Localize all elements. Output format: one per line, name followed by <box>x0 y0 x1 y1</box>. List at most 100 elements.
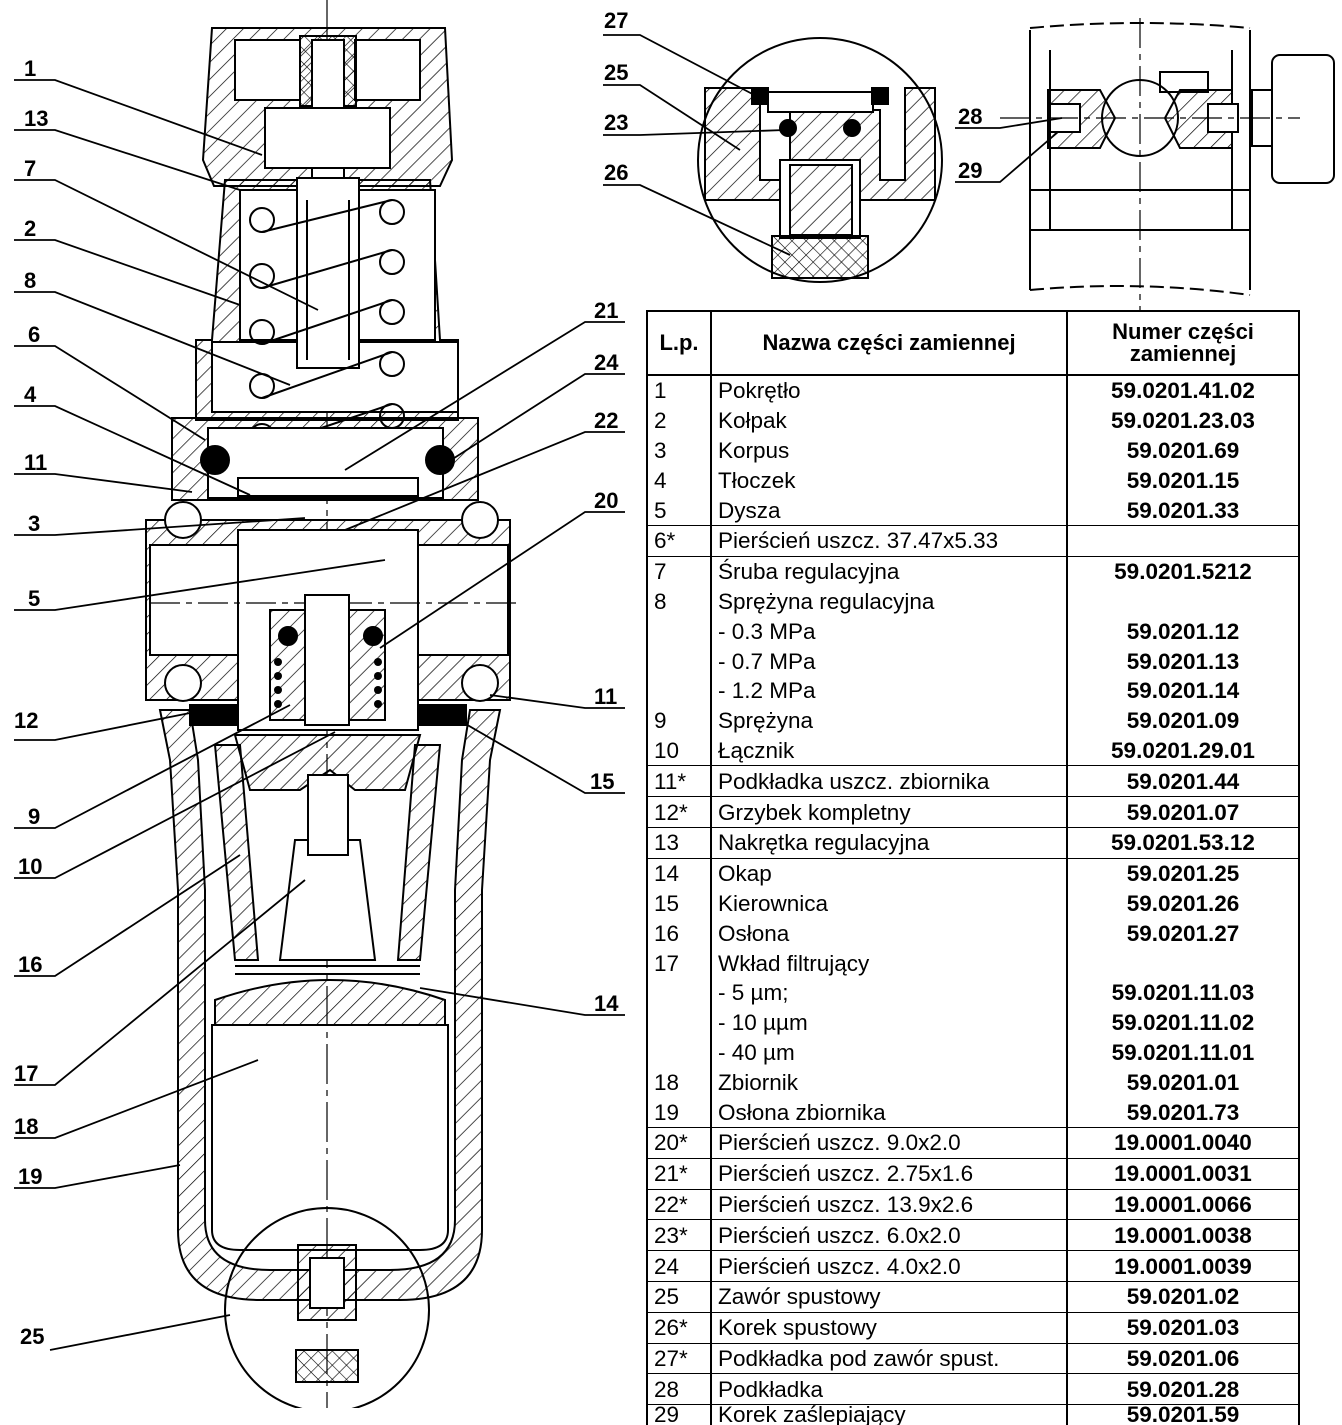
cell-name: Osłona <box>710 918 1068 949</box>
cell-name: - 0.7 MPa <box>710 646 1068 676</box>
bowl-guard <box>158 709 502 1301</box>
cell-number: 59.0201.07 <box>1066 796 1300 828</box>
cell-lp: 5 <box>646 495 712 526</box>
cell-name: Dysza <box>710 495 1068 526</box>
cell-lp: 14 <box>646 857 712 889</box>
cell-lp: 20* <box>646 1126 712 1159</box>
callout-17: 17 <box>14 1061 38 1086</box>
cell-lp: 16 <box>646 918 712 949</box>
cell-name: - 0.3 MPa <box>710 616 1068 647</box>
cell-lp: 22* <box>646 1188 712 1220</box>
cell-number: 19.0001.0040 <box>1066 1126 1300 1159</box>
callout-12: 12 <box>14 708 38 733</box>
cell-number: 19.0001.0066 <box>1066 1188 1300 1220</box>
cell-number: 59.0201.14 <box>1066 675 1300 706</box>
cell-lp: 25 <box>646 1280 712 1313</box>
plug-detail <box>1000 18 1335 310</box>
cell-lp <box>646 646 712 676</box>
cell-name: Pierścień uszcz. 9.0x2.0 <box>710 1126 1068 1159</box>
drain-valve-detail <box>697 37 943 283</box>
cell-number <box>1066 948 1300 978</box>
cell-lp: 3 <box>646 435 712 466</box>
cell-number: 59.0201.02 <box>1066 1280 1300 1313</box>
callout-20: 20 <box>594 488 618 513</box>
cell-name: Korpus <box>710 435 1068 466</box>
callout-18: 18 <box>14 1114 38 1139</box>
table-row: - 5 µm;59.0201.11.03 <box>646 977 1300 1008</box>
cell-lp <box>646 675 712 706</box>
cell-name: Nakrętka regulacyjna <box>710 826 1068 859</box>
cell-name: Okap <box>710 857 1068 889</box>
callout-27: 27 <box>604 8 628 33</box>
cell-number: 59.0201.73 <box>1066 1097 1300 1128</box>
cell-lp <box>646 616 712 647</box>
cell-name: Kierownica <box>710 888 1068 919</box>
cell-number: 59.0201.11.01 <box>1066 1037 1300 1068</box>
callout-24: 24 <box>594 350 619 375</box>
cell-number: 59.0201.44 <box>1066 765 1300 797</box>
cell-number: 59.0201.28 <box>1066 1373 1300 1405</box>
header-number: Numer części zamiennej <box>1066 310 1300 376</box>
cell-number: 19.0001.0031 <box>1066 1157 1300 1190</box>
callout-22: 22 <box>594 408 618 433</box>
cell-name: Podkładka pod zawór spust. <box>710 1342 1068 1374</box>
cell-name: - 5 µm; <box>710 977 1068 1008</box>
header-name: Nazwa części zamiennej <box>710 310 1068 376</box>
cell-number: 59.0201.25 <box>1066 857 1300 889</box>
callout-8: 8 <box>24 268 36 293</box>
cell-name: Podkładka uszcz. zbiornika <box>710 765 1068 797</box>
cell-number: 59.0201.29.01 <box>1066 735 1300 766</box>
cell-name: Pierścień uszcz. 6.0x2.0 <box>710 1219 1068 1251</box>
callout-14: 14 <box>594 991 619 1016</box>
callout-26: 26 <box>604 160 628 185</box>
cell-lp: 11* <box>646 765 712 797</box>
cell-name: Korek spustowy <box>710 1311 1068 1343</box>
cell-number: 59.0201.5212 <box>1066 555 1300 587</box>
table-header-row: L.p. Nazwa części zamiennej Numer części… <box>646 310 1300 376</box>
callout-9: 9 <box>28 804 40 829</box>
cell-lp: 21* <box>646 1157 712 1190</box>
cell-number: 59.0201.41.02 <box>1066 375 1300 406</box>
callout-4: 4 <box>24 382 37 407</box>
cell-lp: 4 <box>646 465 712 496</box>
callout-6: 6 <box>28 322 40 347</box>
cell-number: 59.0201.06 <box>1066 1342 1300 1374</box>
cell-lp: 18 <box>646 1067 712 1098</box>
callout-25: 25 <box>20 1324 44 1349</box>
callout-28: 28 <box>958 104 982 129</box>
cell-name: Wkład filtrujący <box>710 948 1068 978</box>
cell-name: Pokrętło <box>710 375 1068 406</box>
cell-name: Pierścień uszcz. 37.47x5.33 <box>710 524 1068 557</box>
cell-lp: 26* <box>646 1311 712 1343</box>
cell-name: Sprężyna regulacyjna <box>710 586 1068 617</box>
cell-lp: 12* <box>646 796 712 828</box>
cell-number <box>1066 586 1300 617</box>
cell-number: 59.0201.11.03 <box>1066 977 1300 1008</box>
callout-7: 7 <box>24 156 36 181</box>
cell-name: Śruba regulacyjna <box>710 555 1068 587</box>
cell-number: 59.0201.27 <box>1066 918 1300 949</box>
cell-lp: 17 <box>646 948 712 978</box>
cell-lp <box>646 1037 712 1068</box>
cell-lp: 1 <box>646 375 712 406</box>
cell-lp: 24 <box>646 1250 712 1282</box>
callout-10: 10 <box>18 854 42 879</box>
cell-name: Kołpak <box>710 405 1068 436</box>
cell-name: - 1.2 MPa <box>710 675 1068 706</box>
